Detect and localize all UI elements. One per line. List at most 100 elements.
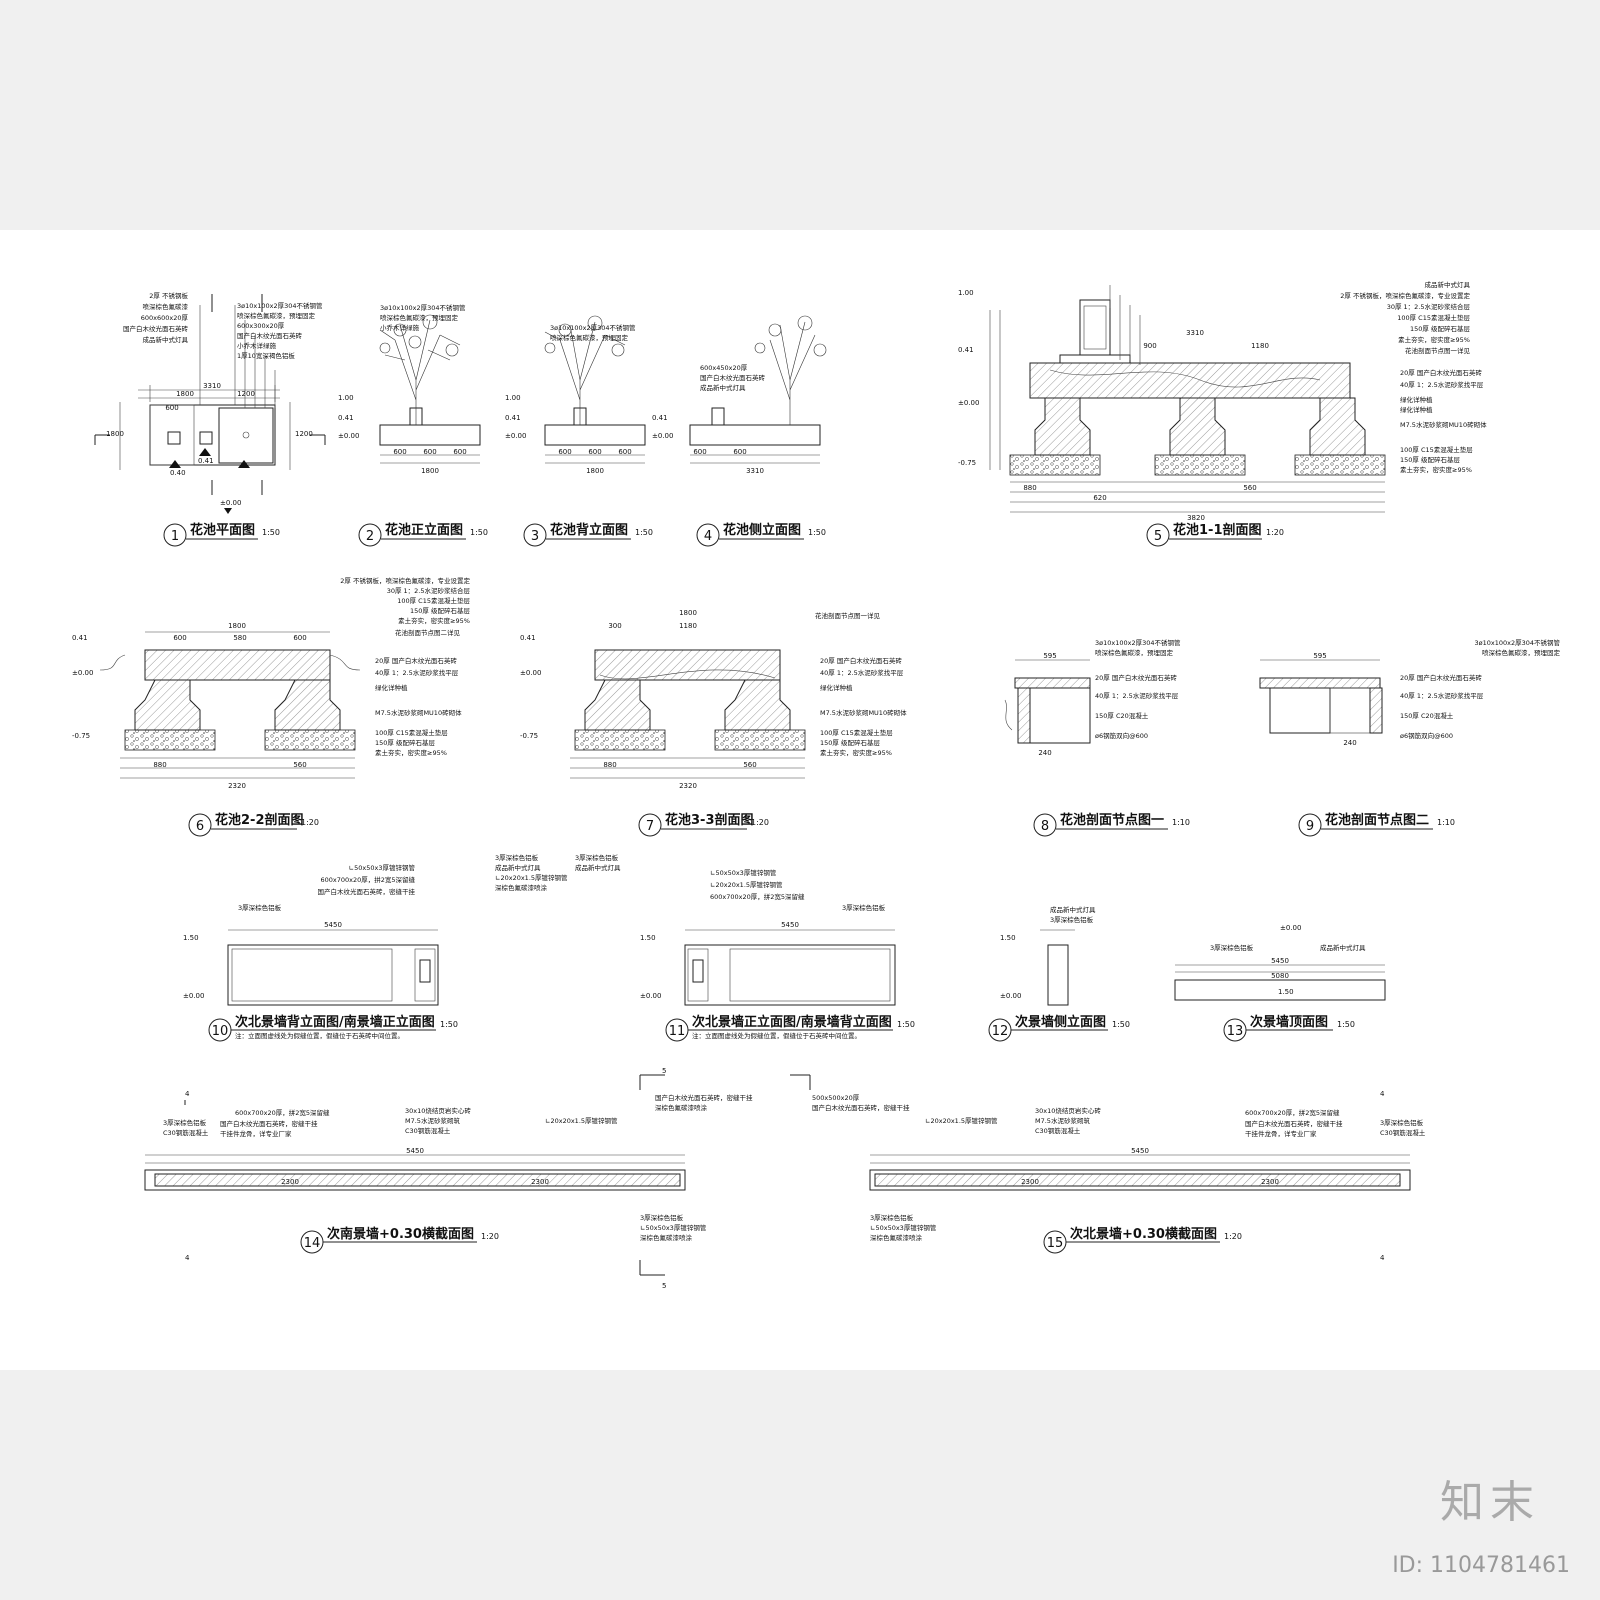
note: 30厚 1：2.5水泥砂浆结合层 (1387, 302, 1471, 311)
level-label: 1.00 (958, 289, 974, 297)
note: 素土夯实，密实度≥95% (820, 748, 892, 757)
note: M7.5水泥砂浆砌筑 (405, 1116, 460, 1125)
wall-elevation-11: 5450 1.50 ±0.00 3厚深棕色铝板 3厚深棕色铝板 成品新中式灯具 … (575, 853, 896, 1040)
svg-text:13: 13 (1227, 1024, 1244, 1039)
svg-text:11: 11 (669, 1024, 686, 1039)
note: M7.5水泥砂浆砌筑 (1035, 1116, 1090, 1125)
image-id-watermark: ID: 1104781461 (1392, 1553, 1570, 1578)
level-label: ±0.00 (183, 992, 204, 1000)
title-12: 12 次景墙侧立面图 1:50 (988, 1014, 1130, 1042)
dim-label: 1800 (421, 467, 439, 475)
svg-text:1:50: 1:50 (470, 528, 488, 537)
note: 成品新中式灯具 (1425, 280, 1471, 289)
dim-label: 3310 (203, 382, 221, 390)
section-mark: 4 (185, 1090, 190, 1098)
level-label: 1.50 (640, 934, 656, 942)
dim-label: 880 (153, 761, 166, 769)
plan-note: 2厚 不锈钢板 (149, 291, 188, 300)
section-mark: 4 (1380, 1090, 1385, 1098)
section-drawing-6: 1800 600 580 600 2320 880 560 0.41 ±0.00… (72, 576, 470, 790)
note: M7.5水泥砂浆砌MU10砖砌体 (820, 708, 907, 717)
level-label: 0.41 (198, 457, 214, 465)
svg-text:9: 9 (1306, 819, 1314, 834)
note: 40厚 1：2.5水泥砂浆找平层 (1095, 691, 1179, 700)
note: 花池剖面节点图一详见 (1405, 346, 1471, 355)
note: 绿化详种植 (375, 683, 408, 692)
note: 素土夯实，密实度≥95% (375, 748, 447, 757)
note: 喷深棕色氟碳漆，预埋固定 (380, 313, 459, 322)
note: 100厚 C15素混凝土垫层 (397, 596, 470, 605)
svg-text:1:50: 1:50 (440, 1020, 458, 1029)
drawing-titles: 1 花池平面图 1:50 2 花池正立面图 1:50 3 花池背立面图 1:50… (163, 522, 1455, 1254)
note: 500x500x20厚 (812, 1094, 860, 1102)
dim-label: 880 (603, 761, 616, 769)
dim-label: 2300 (531, 1178, 549, 1186)
note: 花池剖面节点图二详见 (395, 628, 461, 637)
note: 20厚 国产白木纹光面石英砖 (1095, 673, 1177, 682)
svg-text:1:20: 1:20 (481, 1232, 499, 1241)
note: 深棕色氟碳漆喷涂 (495, 883, 548, 892)
brand-watermark: 知末 (1440, 1477, 1540, 1528)
wall-cross-section-14: 5450 2300 2300 3厚深棕色铝板 C30钢筋混凝土 600x700x… (144, 1067, 753, 1290)
detail-drawing-9: 595 240 3ø10x100x2厚304不锈钢管 喷深棕色氟碳漆，预埋固定 … (1259, 638, 1561, 747)
note: 40厚 1：2.5水泥砂浆找平层 (1400, 380, 1484, 389)
title-14: 14 次南景墙+0.30横截面图 1:20 (300, 1226, 499, 1254)
title-6: 6 花池2-2剖面图 1:20 (188, 812, 319, 837)
svg-text:3: 3 (531, 529, 539, 544)
section-5-notes-top: 成品新中式灯具 2厚 不锈钢板，喷深棕色氟碳漆，专业设置定 30厚 1：2.5水… (1109, 280, 1471, 365)
dim-label: 5450 (406, 1147, 424, 1155)
svg-text:1:20: 1:20 (1224, 1232, 1242, 1241)
svg-text:1:10: 1:10 (1172, 818, 1190, 827)
note: 花池剖面节点图一详见 (815, 611, 881, 620)
note: 深棕色氟碳漆喷涂 (655, 1103, 708, 1112)
svg-text:1:50: 1:50 (1337, 1020, 1355, 1029)
note: 国产白木纹光面石英砖 (700, 373, 766, 382)
elevation-drawing-3: 600 600 600 1800 1.00 0.41 ±0.00 3ø10x10… (505, 315, 646, 475)
dim-label: 240 (1038, 749, 1051, 757)
note: C30钢筋混凝土 (1035, 1126, 1081, 1135)
dim-label: 600 (293, 634, 306, 642)
level-label: 0.41 (505, 414, 521, 422)
note: 喷深棕色氟碳漆，预埋固定 (1482, 648, 1561, 657)
svg-text:15: 15 (1047, 1236, 1064, 1251)
dim-label: 600 (165, 404, 178, 412)
note: ∟20x20x1.5厚镀锌钢管 (710, 880, 783, 889)
plan-note: 600x300x20厚 (237, 322, 285, 330)
detail-drawing-8: 595 240 3ø10x100x2厚304不锈钢管 喷深棕色氟碳漆，预埋固定 … (1004, 638, 1181, 757)
svg-text:花池2-2剖面图: 花池2-2剖面图 (215, 812, 304, 828)
cad-drawing: 2厚 不锈钢板 喷深棕色氟碳漆 600x600x20厚 国产白木纹光面石英砖 成… (72, 280, 1561, 1290)
note: 素土夯实，密实度≥95% (398, 616, 470, 625)
note: 20厚 国产白木纹光面石英砖 (1400, 673, 1482, 682)
note: 深棕色氟碳漆喷涂 (640, 1233, 693, 1242)
section-5-notes-right: 20厚 国产白木纹光面石英砖 40厚 1：2.5水泥砂浆找平层 绿化详种植 绿化… (1400, 368, 1487, 474)
level-label: ±0.00 (652, 432, 673, 440)
note: 国产白木纹光面石英砖，密缝干挂 (220, 1119, 318, 1128)
dim-label: 2300 (1021, 1178, 1039, 1186)
level-label: 1.50 (1000, 934, 1016, 942)
title-7: 7 花池3-3剖面图 1:20 (638, 812, 769, 837)
note: 小乔木详绿施 (380, 323, 420, 332)
plan-note: 喷深棕色氟碳漆 (143, 302, 189, 311)
level-label: -0.75 (520, 732, 538, 740)
level-label: ±0.00 (220, 499, 241, 507)
dim-label: 1800 (586, 467, 604, 475)
note: 150厚 级配碎石基层 (1400, 455, 1460, 464)
dim-label: 600 (558, 448, 571, 456)
dim-label: 1800 (106, 430, 124, 438)
title-3: 3 花池背立面图 1:50 (523, 522, 653, 547)
note: 3厚深棕色铝板 (575, 853, 619, 862)
note: 3厚深棕色铝板 (495, 853, 539, 862)
note: 成品新中式灯具 (1050, 905, 1096, 914)
dim-label: 560 (293, 761, 306, 769)
note: ∟20x20x1.5厚镀锌钢管 (495, 873, 568, 882)
note: 国产白木纹光面石英砖，密缝干挂 (318, 887, 416, 896)
level-label: 1.50 (183, 934, 199, 942)
note: 素土夯实，密实度≥95% (1398, 335, 1470, 344)
note: M7.5水泥砂浆砌MU10砖砌体 (1400, 420, 1487, 429)
note: 3厚深棕色铝板 (1210, 943, 1254, 952)
note: 成品新中式灯具 (495, 863, 541, 872)
level-label: 1.00 (338, 394, 354, 402)
dim-label: 600 (173, 634, 186, 642)
svg-text:次北景墙背立面图/南景墙正立面图: 次北景墙背立面图/南景墙正立面图 (235, 1014, 435, 1030)
note: ∟50x50x3厚镀锌钢管 (640, 1223, 707, 1232)
